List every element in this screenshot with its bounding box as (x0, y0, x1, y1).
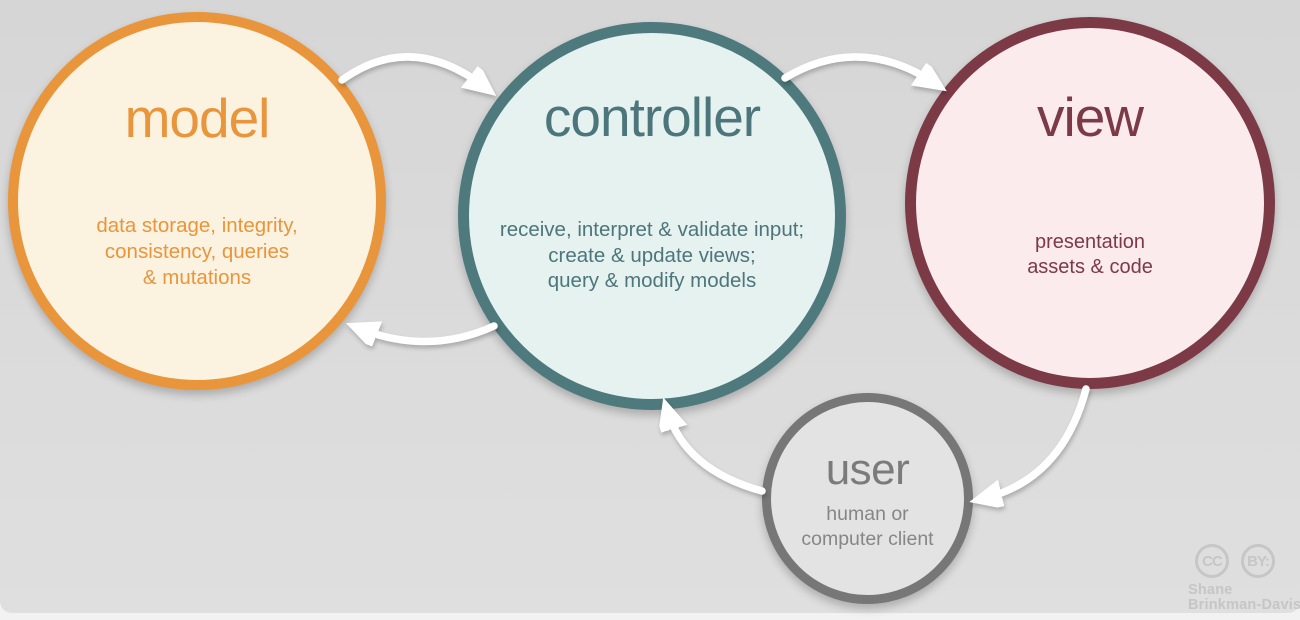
view-description-line: presentation (1034, 231, 1146, 253)
user-description-line: human or (826, 503, 909, 525)
view-description: presentation assets & code (916, 230, 1264, 280)
model-description: data storage, integrity, consistency, qu… (18, 213, 376, 291)
view-node: view presentation assets & code (905, 17, 1275, 389)
model-node: model data storage, integrity, consisten… (8, 12, 386, 390)
view-description-line: assets & code (1027, 256, 1153, 278)
author-name-line: Brinkman-Davis (1188, 597, 1300, 613)
controller-description-line: receive, interpret & validate input; (499, 218, 805, 241)
controller-description-line: create & update views; (548, 243, 756, 267)
model-description-line: & mutations (142, 266, 252, 289)
user-description: human or computer client (771, 502, 964, 552)
view-title: view (1036, 86, 1144, 148)
model-title: model (124, 87, 271, 149)
user-title: user (825, 445, 910, 494)
controller-title: controller (543, 86, 761, 148)
license-attribution: CC BY: Shane Brinkman-Davis (1188, 544, 1300, 613)
author-name: Shane Brinkman-Davis (1188, 583, 1300, 613)
controller-description-line: query & modify models (547, 269, 757, 292)
user-description-line: computer client (801, 528, 934, 550)
controller-node: controller receive, interpret & validate… (458, 22, 846, 410)
author-name-line: Shane (1188, 582, 1233, 598)
controller-description: receive, interpret & validate input; cre… (469, 217, 835, 294)
cc-icon: CC (1195, 544, 1229, 578)
cc-by-icon: BY: (1241, 544, 1275, 578)
model-description-line: consistency, queries (104, 240, 290, 263)
model-description-line: data storage, integrity, (96, 214, 298, 237)
cc-license-badges: CC BY: (1195, 544, 1300, 578)
user-node: user human or computer client (762, 393, 973, 604)
